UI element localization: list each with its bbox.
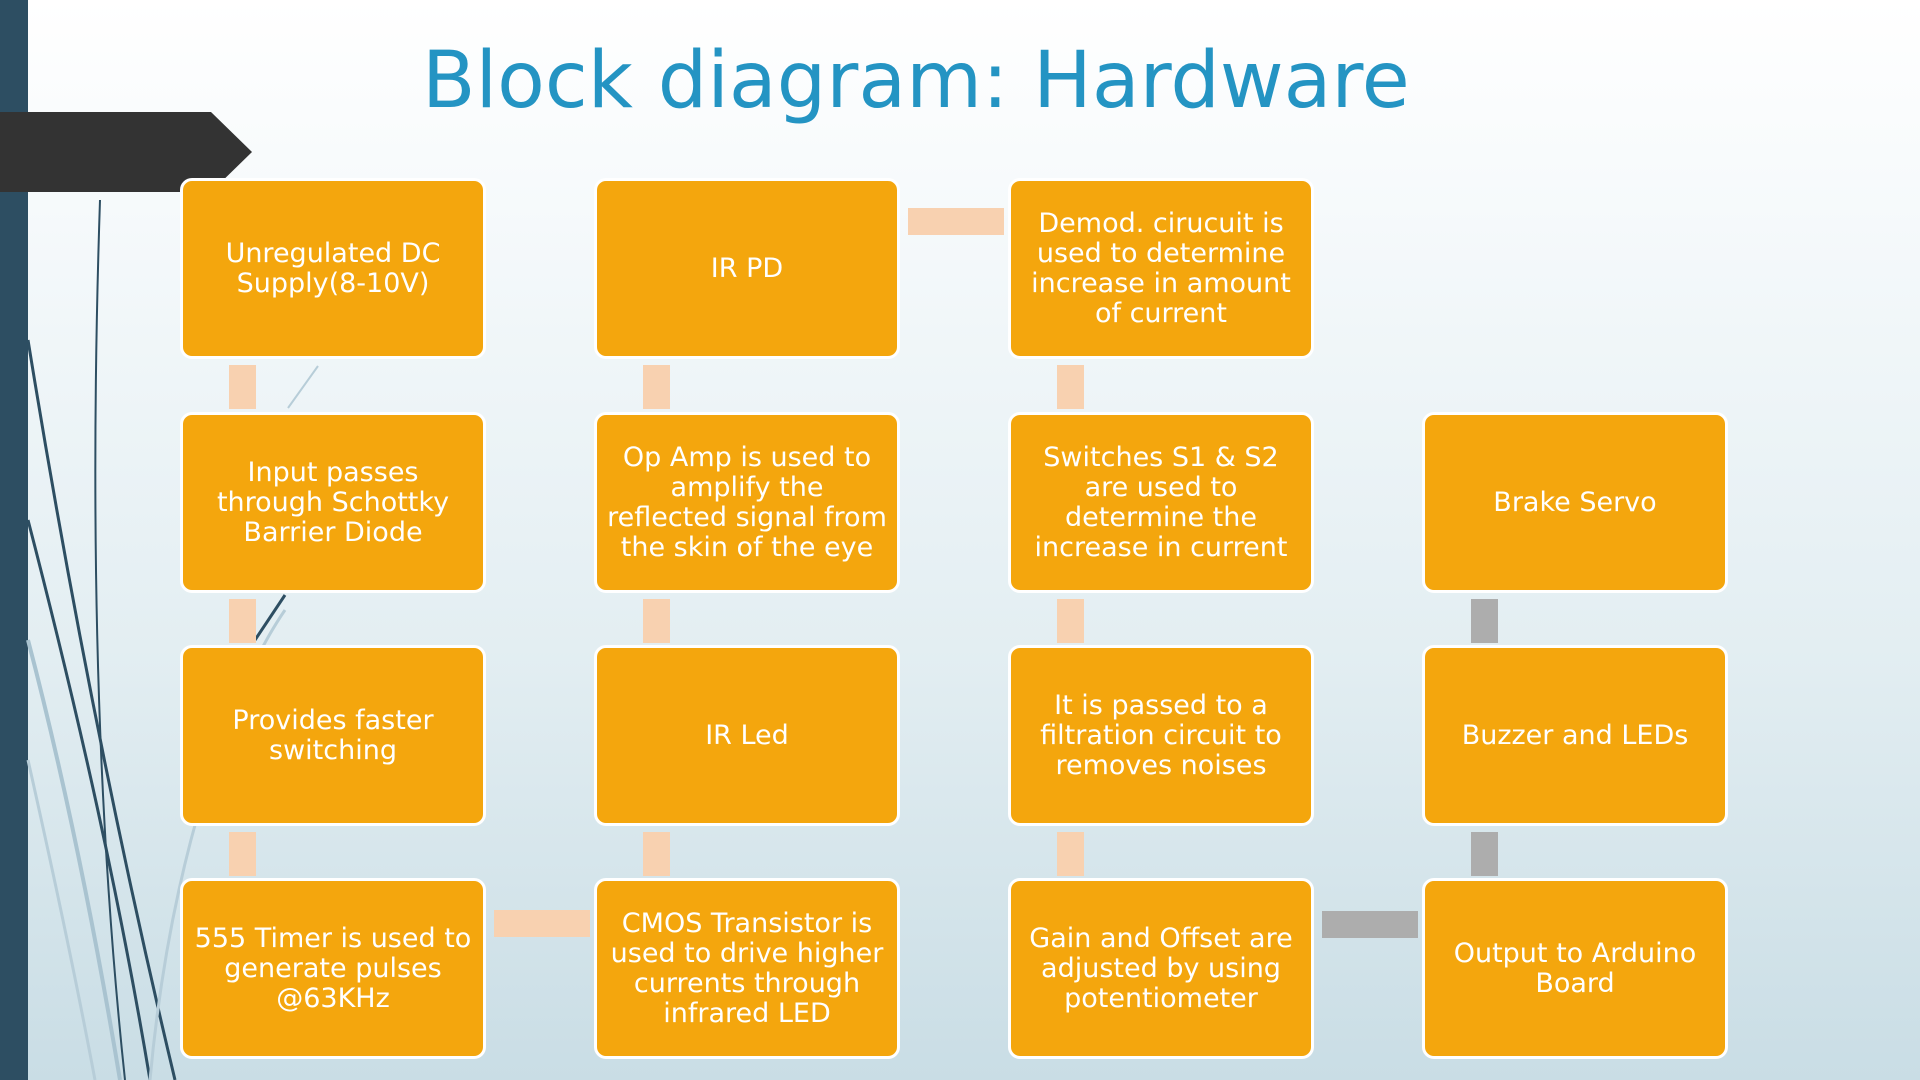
connector-c3-r2-r3 bbox=[1057, 599, 1084, 643]
block-gain-offset: Gain and Offset are adjusted by using po… bbox=[1008, 878, 1314, 1059]
connector-c1-r2-r3 bbox=[229, 599, 256, 643]
connector-irpd-to-demod bbox=[908, 208, 1004, 235]
connector-gain-to-arduino bbox=[1322, 911, 1418, 938]
connector-c4-r2-r3 bbox=[1471, 599, 1498, 643]
slide-title: Block diagram: Hardware bbox=[422, 36, 1410, 126]
block-arduino-output: Output to Arduino Board bbox=[1422, 878, 1728, 1059]
block-demod-circuit: Demod. cirucuit is used to determine inc… bbox=[1008, 178, 1314, 359]
block-buzzer-leds: Buzzer and LEDs bbox=[1422, 645, 1728, 826]
block-555-timer: 555 Timer is used to generate pulses @63… bbox=[180, 878, 486, 1059]
connector-c1-r3-r4 bbox=[229, 832, 256, 876]
block-brake-servo: Brake Servo bbox=[1422, 412, 1728, 593]
connector-c2-r1-r2 bbox=[643, 365, 670, 409]
block-filtration-circuit: It is passed to a filtration circuit to … bbox=[1008, 645, 1314, 826]
block-switches: Switches S1 & S2 are used to determine t… bbox=[1008, 412, 1314, 593]
connector-c3-r3-r4 bbox=[1057, 832, 1084, 876]
block-ir-pd: IR PD bbox=[594, 178, 900, 359]
connector-c3-r1-r2 bbox=[1057, 365, 1084, 409]
connector-c4-r3-r4 bbox=[1471, 832, 1498, 876]
block-op-amp: Op Amp is used to amplify the reflected … bbox=[594, 412, 900, 593]
block-faster-switching: Provides faster switching bbox=[180, 645, 486, 826]
block-schottky-diode: Input passes through Schottky Barrier Di… bbox=[180, 412, 486, 593]
block-ir-led: IR Led bbox=[594, 645, 900, 826]
connector-c2-r3-r4 bbox=[643, 832, 670, 876]
connector-c2-r2-r3 bbox=[643, 599, 670, 643]
connector-c1-r1-r2 bbox=[229, 365, 256, 409]
block-cmos-transistor: CMOS Transistor is used to drive higher … bbox=[594, 878, 900, 1059]
block-unregulated-dc-supply: Unregulated DC Supply(8-10V) bbox=[180, 178, 486, 359]
connector-timer-to-cmos bbox=[494, 910, 590, 937]
